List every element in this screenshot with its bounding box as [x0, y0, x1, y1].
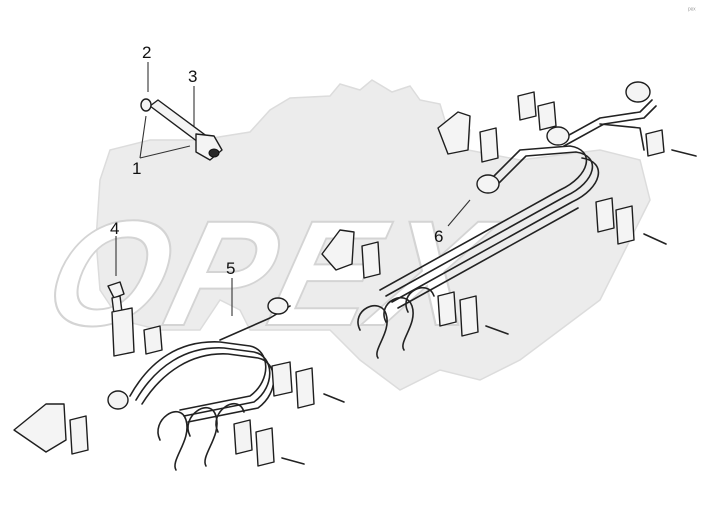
clip-left-d — [255, 427, 275, 467]
clip-left-b — [69, 415, 89, 455]
callout-3: 3 — [188, 67, 197, 86]
right-fuel-line-assembly — [321, 81, 697, 359]
left-fuel-line-assembly — [13, 297, 345, 471]
bolt-left-d — [281, 457, 305, 465]
clip-left-c — [233, 419, 253, 455]
watermark-gear — [95, 79, 651, 391]
watermark-logo: OPEX — [30, 79, 651, 391]
clip-right-i — [459, 295, 479, 337]
bracket-left-a — [111, 307, 135, 357]
base-bracket-left — [13, 403, 67, 453]
clip-right-f — [615, 205, 635, 245]
clip-left-a — [143, 325, 163, 355]
clip-right-e — [595, 197, 615, 233]
leader-1 — [139, 115, 191, 159]
pipe-nut-right-low — [476, 174, 500, 194]
bolt-left-f — [323, 393, 345, 403]
callout-labels: 1 2 3 4 5 6 — [110, 43, 443, 278]
callout-6: 6 — [434, 227, 443, 246]
bolt-right-d — [671, 149, 697, 157]
watermark-text: OPEX — [31, 190, 510, 357]
clip-right-g — [361, 241, 381, 279]
fuel-pipe-bundle-right — [379, 145, 588, 291]
clip-right-a — [479, 127, 499, 163]
callout-5: 5 — [226, 259, 235, 278]
bolt-right-i — [485, 325, 509, 335]
clip-right-d — [645, 129, 665, 157]
bracket-right-a — [437, 111, 471, 155]
pipe-nut-right-mid — [546, 126, 570, 146]
leader-6 — [447, 199, 471, 227]
clip-right-c — [537, 101, 557, 131]
injector-tip — [208, 148, 220, 158]
washer-part — [140, 98, 152, 112]
pipe-nut-left-top — [267, 297, 289, 315]
corner-mark: ᵖᵉˣ — [688, 7, 696, 14]
callout-4: 4 — [110, 219, 119, 238]
clamp-bolt-part — [107, 281, 125, 315]
clip-left-f — [295, 367, 315, 409]
callout-1: 1 — [132, 159, 141, 178]
clip-left-e — [271, 361, 293, 397]
clip-right-h — [437, 291, 457, 327]
fuel-pipe-bundle-left — [129, 341, 267, 411]
bracket-right-g — [321, 229, 355, 271]
callout-leaders — [115, 62, 471, 316]
pipe-nut-left-end — [107, 390, 129, 410]
bolt-right-f — [643, 233, 667, 245]
callout-2: 2 — [142, 43, 151, 62]
injector-nozzle-part — [140, 98, 223, 161]
pipe-nut-right-top — [625, 81, 651, 103]
bolt-head — [107, 281, 125, 299]
clip-right-b — [517, 91, 537, 121]
coil-pipes-right — [357, 286, 435, 359]
coil-pipes-left — [157, 403, 245, 471]
